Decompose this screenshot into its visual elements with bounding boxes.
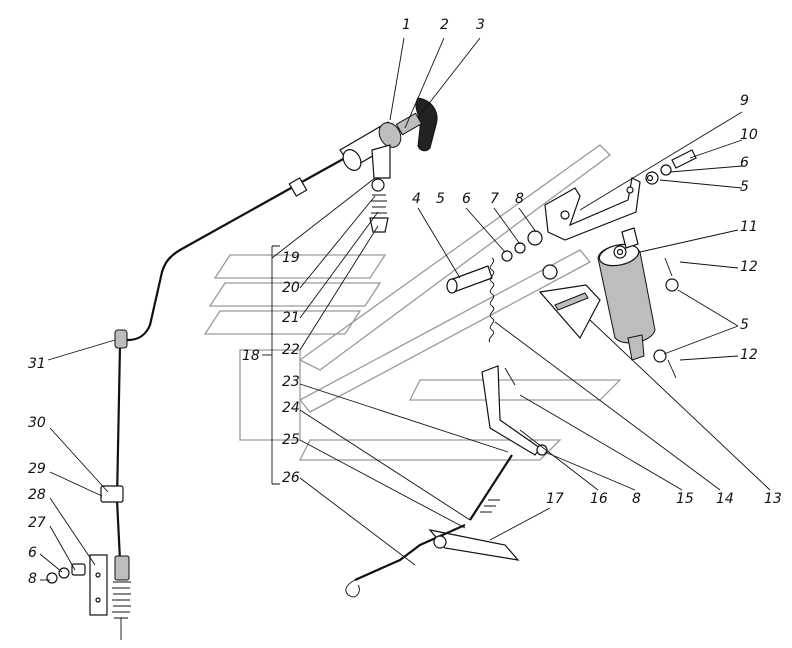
- callout-6: 6: [28, 545, 37, 561]
- cable-assembly: [46, 157, 346, 640]
- callout-12: 12: [740, 347, 758, 363]
- callout-2: 2: [440, 17, 449, 33]
- callout-24: 24: [282, 400, 300, 416]
- leader-lines: [39, 37, 771, 581]
- callout-5: 5: [436, 191, 445, 207]
- callout-1: 1: [402, 17, 411, 33]
- callout-6: 6: [462, 191, 471, 207]
- callout-5: 5: [740, 317, 749, 333]
- callout-16: 16: [590, 491, 608, 507]
- pedal-bracket: [481, 365, 548, 456]
- callout-15: 15: [676, 491, 694, 507]
- callout-6: 6: [740, 155, 749, 171]
- callout-31: 31: [28, 356, 46, 372]
- callout-25: 25: [282, 432, 300, 448]
- callout-30: 30: [28, 415, 46, 431]
- callout-10: 10: [740, 127, 758, 143]
- callout-21: 21: [282, 310, 300, 326]
- callout-9: 9: [740, 93, 749, 109]
- callout-8: 8: [632, 491, 641, 507]
- plate-13: [538, 284, 601, 340]
- callout-3: 3: [476, 17, 485, 33]
- callout-11: 11: [740, 219, 758, 235]
- callout-17: 17: [546, 491, 564, 507]
- callout-26: 26: [282, 470, 300, 486]
- callout-5: 5: [740, 179, 749, 195]
- callout-27: 27: [28, 515, 46, 531]
- callout-29: 29: [28, 461, 46, 477]
- callout-8: 8: [515, 191, 524, 207]
- callout-8: 8: [28, 571, 37, 587]
- callout-20: 20: [282, 280, 300, 296]
- callout-12: 12: [740, 259, 758, 275]
- callout-14: 14: [716, 491, 734, 507]
- handle-assembly: [339, 97, 438, 233]
- callout-4: 4: [412, 191, 421, 207]
- spring-and-fasteners: [446, 230, 558, 343]
- bracket-plate: [89, 554, 108, 616]
- cylinder-11: [597, 227, 679, 379]
- bracket-9: [544, 149, 697, 241]
- pedal-17: [345, 454, 520, 598]
- callout-7: 7: [490, 191, 499, 207]
- callout-19: 19: [282, 250, 300, 266]
- callout-28: 28: [28, 487, 46, 503]
- callout-22: 22: [282, 342, 300, 358]
- callout-23: 23: [282, 374, 300, 390]
- callout-13: 13: [764, 491, 782, 507]
- callout-18: 18: [242, 348, 260, 364]
